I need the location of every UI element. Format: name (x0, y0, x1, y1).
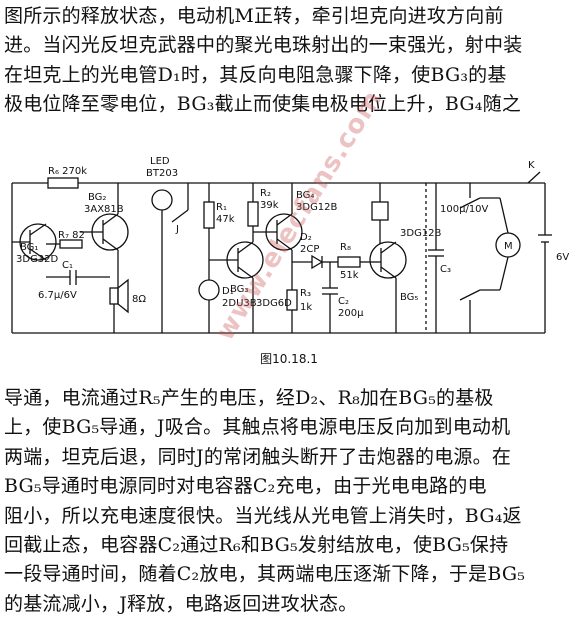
label-j: J (175, 224, 179, 235)
label-bg1: BG₁ (20, 242, 38, 253)
label-c2: C₂ (338, 296, 349, 307)
text-line: 阻小，所以充电速度很快。当光线从光电管上消失时，BG₄返 (4, 504, 522, 527)
text-line: 回截止态，电容器C₂通过R₆和BG₅发射结放电，使BG₅保持 (4, 534, 509, 557)
label-bg5: BG₅ (400, 292, 418, 303)
label-r6: R₆ 270k (48, 166, 87, 177)
label-c1-val: 6.7μ/6V (38, 290, 77, 301)
label-bg3: BG₃ (230, 284, 248, 295)
label-d1: D₁ (222, 286, 234, 297)
body-text-top: 图所示的释放状态，电动机M正转，牵引坦克向进攻方向前 进。当闪光反坦克武器中的聚… (4, 2, 574, 120)
label-r8-val: 51k (340, 270, 359, 281)
text-line: 在坦克上的光电管D₁时，其反向电阻急骤下降，使BG₃的基 (4, 63, 507, 86)
figure-caption: 图10.18.1 (260, 352, 318, 366)
label-r3-val: 1k (300, 302, 312, 313)
label-d1-type: 2DU3B (222, 298, 257, 309)
label-led: LED (150, 156, 170, 167)
label-c2-val: 200μ (338, 308, 364, 319)
label-spk: 8Ω (132, 294, 146, 305)
label-r7: R₇ 82 (58, 230, 85, 241)
label-c3: C₃ (440, 264, 451, 275)
label-motor: M (504, 241, 513, 252)
label-bat: 6V (556, 252, 569, 263)
label-c3-val: 100μ/10V (440, 204, 489, 215)
body-text-bottom: 导通，电流通过R₅产生的电压，经D₂、R₈加在BG₅的基极 上，使BG₅导通，J… (4, 384, 574, 619)
label-c1: C₁ (62, 260, 73, 271)
text-line: 进。当闪光反坦克武器中的聚光电珠射出的一束强光，射中装 (4, 34, 523, 57)
label-bg3-type: 3DG6D (256, 298, 292, 309)
text-line: 上，使BG₅导通，J吸合。其触点将电源电压反向加到电动机 (4, 416, 511, 439)
label-r1: R₁ (216, 202, 227, 213)
label-led-type: BT203 (146, 168, 178, 179)
text-line: 一段导通时间，随着C₂放电，其两端电压逐渐下降，于是BG₅ (4, 563, 526, 586)
label-r2: R₂ (260, 188, 271, 199)
text-line: 导通，电流通过R₅产生的电压，经D₂、R₈加在BG₅的基极 (4, 387, 494, 409)
label-bg4-type: 3DG12B (296, 202, 338, 213)
circuit-diagram: R₆ 270k BG₂ 3AX81B BG₁ 3DG32D R₇ 82 C₁ 6… (11, 156, 569, 334)
label-d2-type: 2CP (300, 244, 319, 255)
text-line: 极电位降至零电位，BG₃截止而使集电极电位上升，BG₄随之 (4, 93, 522, 116)
label-d2: D₂ (300, 232, 312, 243)
label-bg2-type: 3AX81B (84, 204, 124, 215)
label-r2-val: 39k (260, 200, 279, 211)
label-bg1-type: 3DG32D (16, 254, 59, 265)
label-bg5-type: 3DG12B (400, 228, 442, 239)
label-r3: R₃ (300, 288, 311, 299)
label-bg2: BG₂ (88, 192, 106, 203)
label-r8: R₈ (340, 242, 351, 253)
label-bg4: BG₄ (296, 190, 314, 201)
text-line: 两端，坦克后退，同时J的常闭触头断开了击炮器的电源。在 (4, 445, 512, 468)
label-k: K (528, 160, 535, 171)
text-line: BG₅导通时电源同时对电容器C₂充电，由于光电电路的电 (4, 475, 487, 498)
text-line: 图所示的释放状态，电动机M正转，牵引坦克向进攻方向前 (4, 5, 504, 27)
text-line: 的基流减小，J释放，电路返回进攻状态。 (4, 592, 358, 615)
label-r1-val: 47k (216, 214, 235, 225)
